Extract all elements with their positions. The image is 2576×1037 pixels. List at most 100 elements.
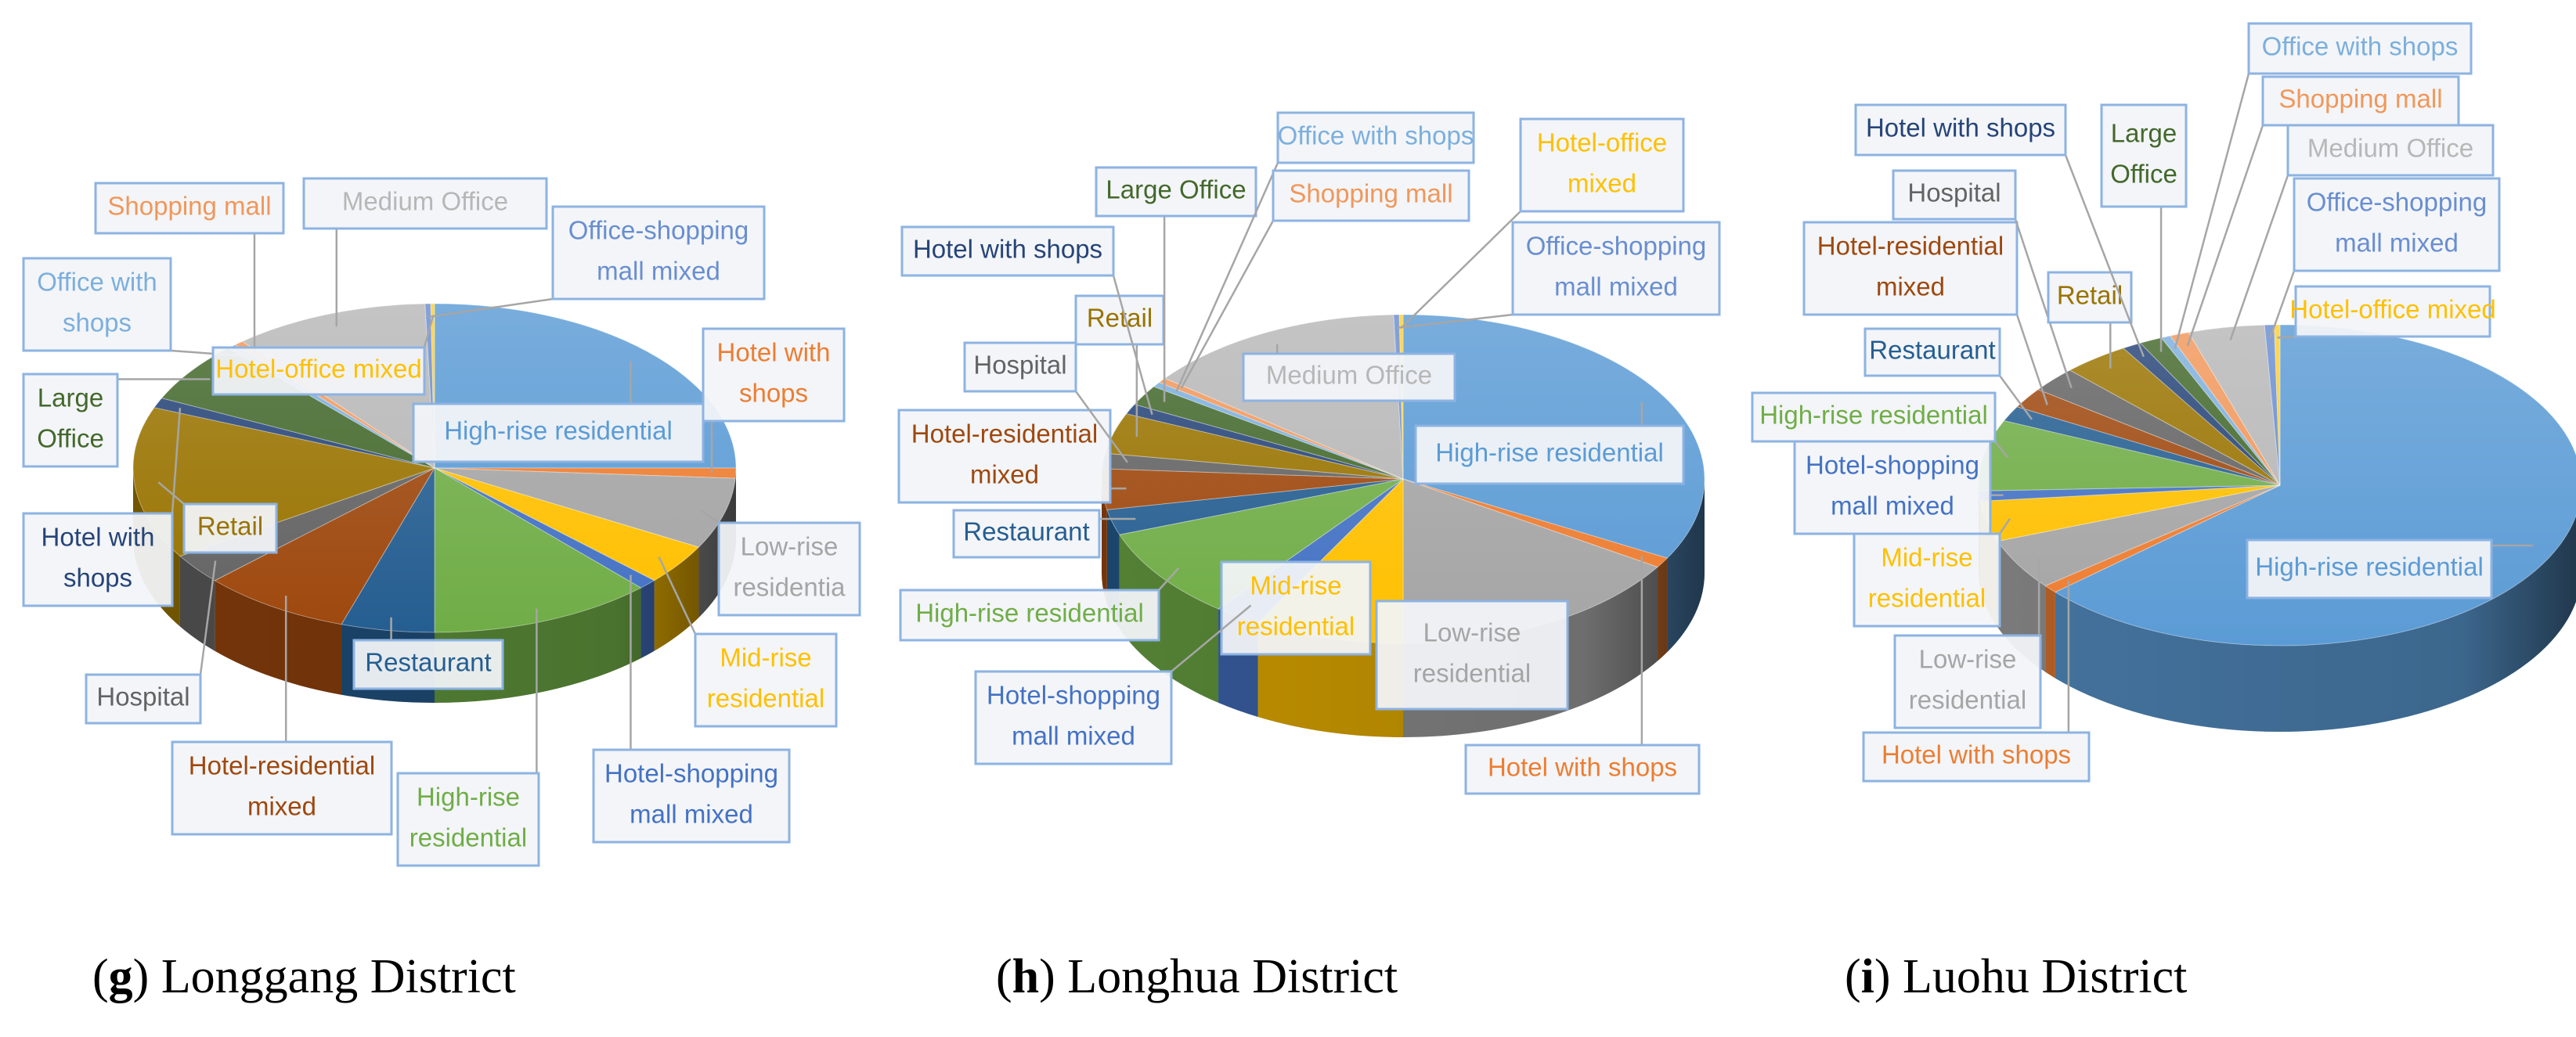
slice-label-medium-office: Medium Office [2307,134,2473,163]
label-box [717,521,861,617]
label-box [2247,22,2473,75]
label-box [352,639,504,690]
caption-paren-close: ) [133,950,150,1003]
label-box [2246,538,2493,600]
caption-paren-close: ) [1039,950,1055,1003]
label-box [702,327,846,423]
leader-line [1994,441,2009,459]
slice-label-shopping-mall: Shopping mall [107,192,271,221]
slice-label-mall-mixed: mall mixed [597,257,720,286]
label-box [1863,327,2001,377]
label-box [900,225,1115,277]
slice-label-office-shopping: Office-shopping [2307,188,2488,217]
label-box [1414,424,1685,485]
slice-label-hotel-residential: Hotel-residential [1817,232,2004,261]
caption-title: Longgang District [149,950,515,1003]
label-box [2286,124,2495,177]
label-box [897,409,1112,504]
chart-caption: (i) Luohu District [1845,950,2187,1003]
label-box [1793,440,1992,535]
label-box [1854,103,2067,157]
label-box [1519,117,1685,213]
label-box [1375,600,1569,711]
slice-label-hotel-office: Hotel-office [1537,128,1667,157]
slice-label-residential: residential [409,823,527,852]
label-box [1272,169,1470,222]
leader-line [1400,211,1521,329]
slice-label-mall-mixed: mall mixed [630,800,753,829]
slice-label-mixed: mixed [1876,272,1945,301]
leader-line [423,316,434,348]
leader-line [1112,275,1153,416]
caption-paren-open: ( [1845,950,1861,1003]
slice-label-large: Large [38,383,103,412]
slice-label-residential: residential [1237,612,1355,641]
leader-line [1397,313,1513,329]
slice-label-restaurant: Restaurant [963,517,1089,546]
leader-line [199,560,217,675]
label-box [1862,731,2091,783]
label-box [302,177,548,230]
slice-label-high-rise-residential: High-rise residential [444,416,673,445]
label-box [2293,177,2501,272]
leader-line [1175,162,1279,393]
slice-label-mid-rise: Mid-rise [1250,571,1341,600]
label-box [182,502,278,554]
label-box [963,341,1077,393]
slice-label-high-rise-residential: High-rise residential [2255,553,2484,582]
leader-line [2064,154,2145,358]
leader-line [2015,314,2048,405]
slice-label-mixed: mixed [1568,169,1636,198]
leader-line [1998,375,2033,420]
slice-label-mall-mixed: mall mixed [1012,722,1135,751]
chart-caption: (h) Longhua District [996,950,1398,1003]
slice-label-shops: shops [739,379,808,408]
leader-line [428,297,554,319]
slice-label-office-with: Office with [37,268,157,297]
slice-label-low-rise: Low-rise [1423,618,1521,647]
slice-label-restaurant: Restaurant [365,648,491,677]
slice-label-retail: Retail [2057,281,2123,310]
label-box [94,182,285,235]
label-box [1242,352,1456,402]
pie-top-slices [1978,324,2576,646]
slice-label-large: Large [2111,119,2177,148]
label-box [974,670,1173,765]
caption-letter: h [1012,950,1039,1003]
label-box [551,205,766,301]
slice-label-hotel-office-mixed: Hotel-office mixed [215,355,422,383]
slice-label-retail: Retail [1087,304,1153,333]
slice-label-residential: residential [1909,686,2026,715]
slice-label-residential: residential [1868,584,1986,613]
label-box [2047,271,2133,324]
label-box [2100,103,2188,208]
caption-title: Luohu District [1891,950,2188,1003]
slice-label-hotel-shopping: Hotel-shopping [987,681,1160,710]
leader-line [2014,218,2073,389]
caption-letter: g [109,950,133,1003]
slice-label-high-rise-residential: High-rise residential [1759,401,1988,430]
slice-label-office: Office [2110,160,2177,189]
leader-line [2174,73,2250,349]
leader-line [2186,124,2264,347]
slice-label-medium-office: Medium Office [1266,361,1432,390]
slice-label-high-rise-residential: High-rise residential [915,599,1144,628]
slice-label-restaurant: Restaurant [1869,336,1995,365]
label-box [899,589,1160,642]
leader-line [157,481,185,505]
label-box [1276,111,1475,164]
slice-label-office: Office [37,424,104,453]
label-box [2294,285,2491,338]
slice-label-hotel-with: Hotel with [41,523,155,552]
slice-label-hotel-with-shops: Hotel with shops [913,235,1102,264]
label-box [22,373,119,468]
label-box [1751,391,1997,443]
slice-label-mixed: mixed [247,792,316,821]
slice-label-hotel-with: Hotel with [717,338,831,367]
slice-label-hotel-with-shops: Hotel with shops [1488,753,1677,782]
label-box [85,673,202,725]
